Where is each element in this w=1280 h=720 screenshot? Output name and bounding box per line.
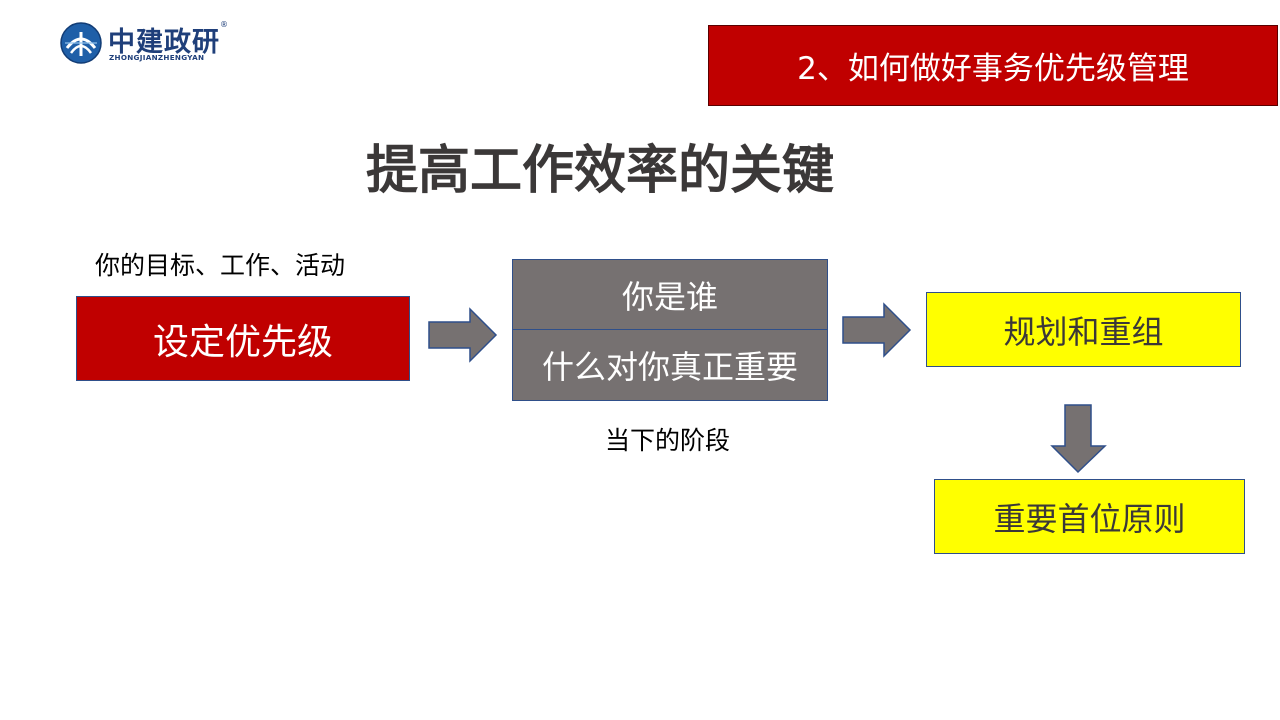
right-arrow-icon <box>428 307 498 363</box>
set-priority-box: 设定优先级 <box>76 296 410 381</box>
slide-title: 提高工作效率的关键 <box>365 141 834 201</box>
importance-first-box: 重要首位原则 <box>934 479 1245 554</box>
what-matters-box: 什么对你真正重要 <box>541 347 798 386</box>
logo-name-en: ZHONGJIANZHENGYAN <box>109 53 205 62</box>
goals-caption: 你的目标、工作、活动 <box>95 251 346 280</box>
globe-logo-icon <box>60 22 102 64</box>
down-arrow-icon <box>1050 404 1107 474</box>
section-banner: 2、如何做好事务优先级管理 <box>708 25 1278 106</box>
registered-mark: ® <box>220 20 228 29</box>
self-reflection-box: 你是谁 什么对你真正重要 <box>512 259 828 401</box>
right-arrow-icon <box>842 302 912 358</box>
plan-reorganize-box: 规划和重组 <box>926 292 1241 367</box>
stage-caption: 当下的阶段 <box>605 426 731 455</box>
logo-name-cn: 中建政研 <box>108 27 220 58</box>
who-are-you-box: 你是谁 <box>513 260 827 330</box>
company-logo: 中建政研 ® ZHONGJIANZHENGYAN <box>60 20 230 66</box>
